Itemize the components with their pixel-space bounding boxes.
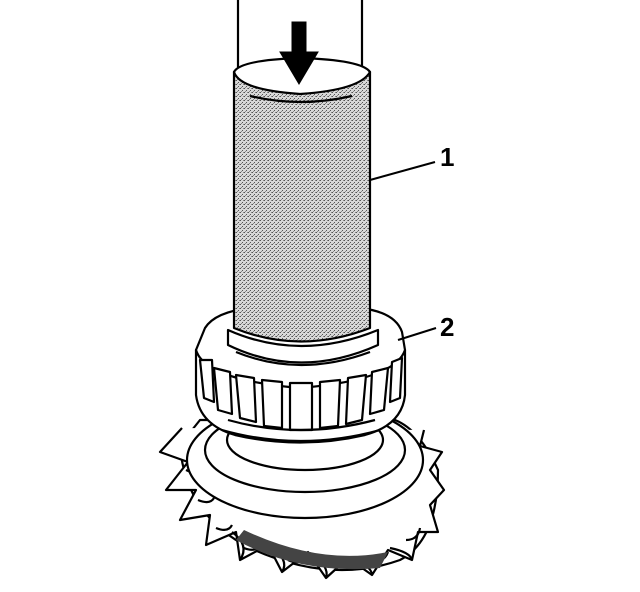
- callout-1: 1: [440, 142, 454, 172]
- down-arrow-icon: [279, 21, 319, 85]
- leader-line-2: [397, 327, 437, 341]
- callout-2: 2: [440, 312, 454, 342]
- leader-line-1: [369, 161, 436, 181]
